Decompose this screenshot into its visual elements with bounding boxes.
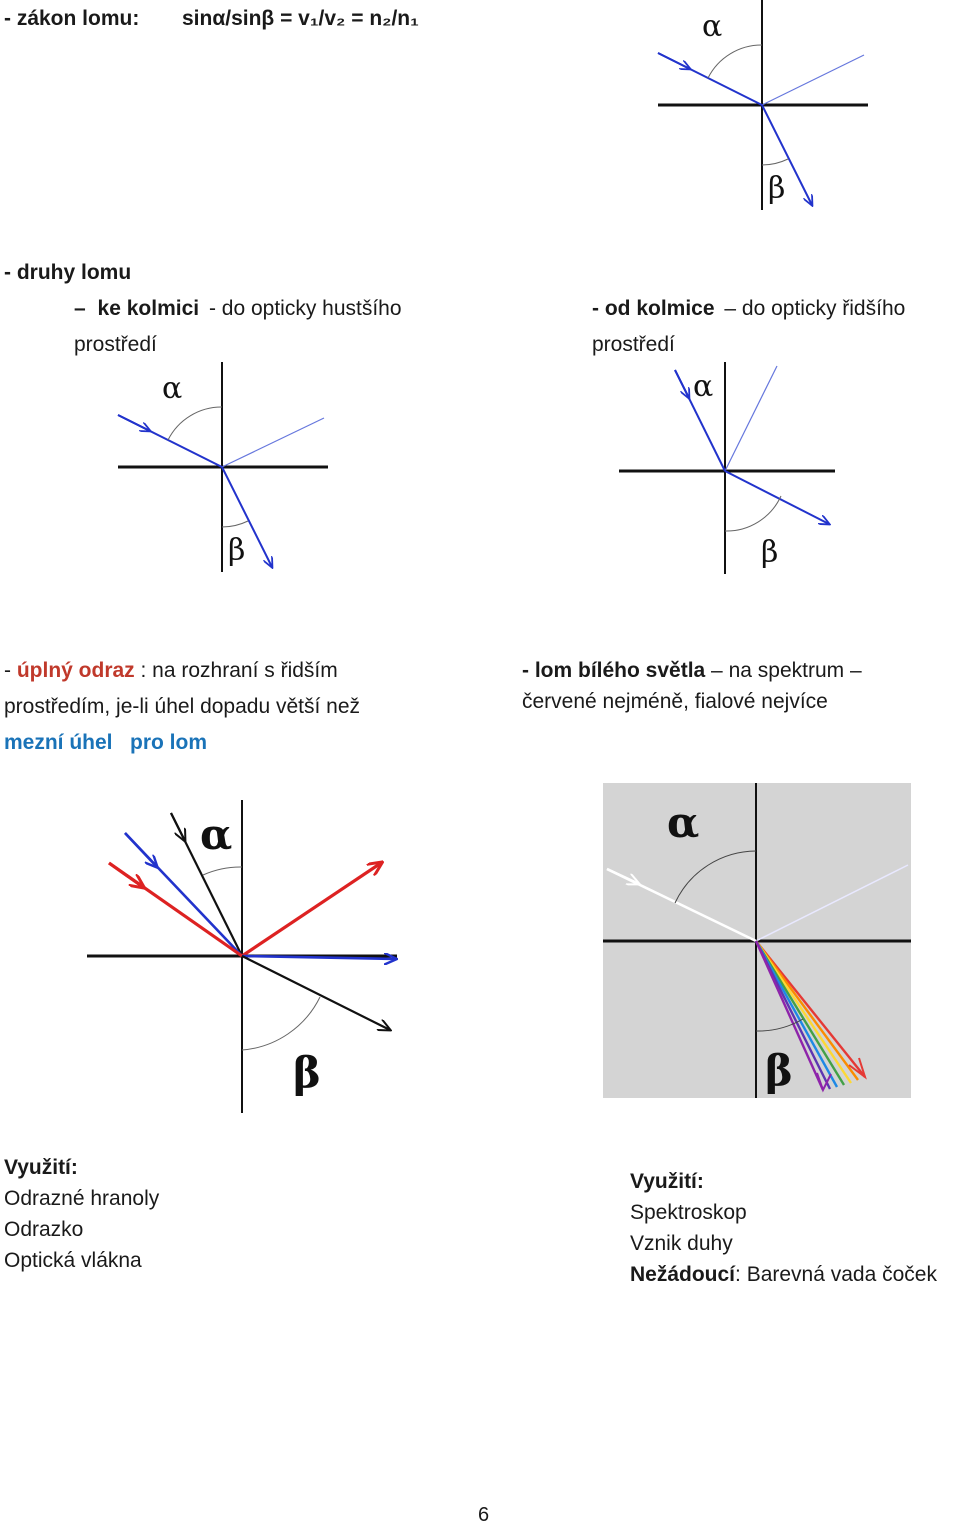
vyuziti-left-item: Optická vlákna	[4, 1249, 142, 1272]
druhy-title-line: - druhy lomu	[4, 260, 131, 285]
bile-term: - lom bílého světla	[522, 659, 706, 682]
page-number: 6	[478, 1504, 490, 1526]
vyuziti-left-title: Využití:	[4, 1156, 78, 1179]
od-kolmice-term: - od kolmice	[592, 297, 715, 320]
odraz-term: úplný odraz	[16, 659, 135, 682]
vyuziti-right-item: Spektroskop	[630, 1201, 747, 1224]
white-light-dispersion-diagram: α β	[603, 783, 911, 1098]
nezadouci-label: Nežádoucí	[630, 1263, 736, 1286]
beta-symbol: β	[293, 1048, 321, 1097]
refraction-diagram-top: α β	[657, 0, 868, 210]
alpha-symbol: α	[702, 9, 722, 44]
nezadouci-line: Nežádoucí: Barevná vada čoček	[630, 1262, 937, 1287]
bile-line2: červené nejméně, fialové nejvíce	[522, 690, 828, 713]
beta-symbol: β	[765, 1046, 793, 1095]
nezadouci-text: : Barevná vada čoček	[735, 1263, 937, 1286]
alpha-symbol: α	[693, 369, 713, 404]
law-label: - zákon lomu:	[4, 7, 140, 30]
total-reflection-diagram: α β	[87, 800, 405, 1113]
alpha-symbol: α	[200, 810, 232, 859]
refraction-away-from-normal-diagram: α β	[619, 362, 835, 574]
ke-kolmici-dash: –	[74, 297, 86, 320]
druhy-title: - druhy lomu	[4, 261, 132, 284]
bile-line1: - lom bílého světla – na spektrum –	[522, 658, 862, 683]
odraz-line1: - úplný odraz : na rozhraní s řidším	[4, 658, 338, 683]
odraz-line3: mezní úhel pro lom	[4, 731, 208, 754]
vyuziti-right-item: Vznik duhy	[630, 1232, 733, 1255]
vyuziti-right-title: Využití:	[630, 1170, 704, 1193]
bile-desc: – na spektrum –	[705, 659, 862, 682]
odraz-line2: prostředím, je-li úhel dopadu větší než	[4, 695, 361, 718]
ke-kolmici-line2: prostředí	[74, 333, 157, 356]
alpha-symbol: α	[667, 798, 699, 847]
snell-formula: sinα/sinβ = v₁/v₂ = n₂/n₁	[182, 7, 419, 30]
odraz-prefix: -	[4, 659, 17, 682]
beta-symbol: β	[768, 171, 785, 206]
beta-symbol: β	[761, 535, 778, 570]
vyuziti-left-item: Odrazko	[4, 1218, 84, 1241]
od-kolmice-line2: prostředí	[592, 333, 675, 356]
od-kolmice-line: - od kolmice – do opticky řidšího	[592, 296, 905, 321]
alpha-symbol: α	[162, 371, 182, 406]
odraz-desc: : na rozhraní s řidším	[134, 659, 338, 682]
ke-kolmici-term: ke kolmici	[97, 297, 200, 320]
refraction-toward-normal-diagram: α β	[117, 362, 328, 572]
beta-symbol: β	[228, 533, 245, 568]
ke-kolmici-line: – ke kolmici - do opticky hustšího	[74, 296, 402, 321]
od-kolmice-desc: – do opticky řidšího	[724, 297, 906, 320]
vyuziti-left-item: Odrazné hranoly	[4, 1187, 160, 1210]
ke-kolmici-desc: - do opticky hustšího	[208, 297, 402, 320]
